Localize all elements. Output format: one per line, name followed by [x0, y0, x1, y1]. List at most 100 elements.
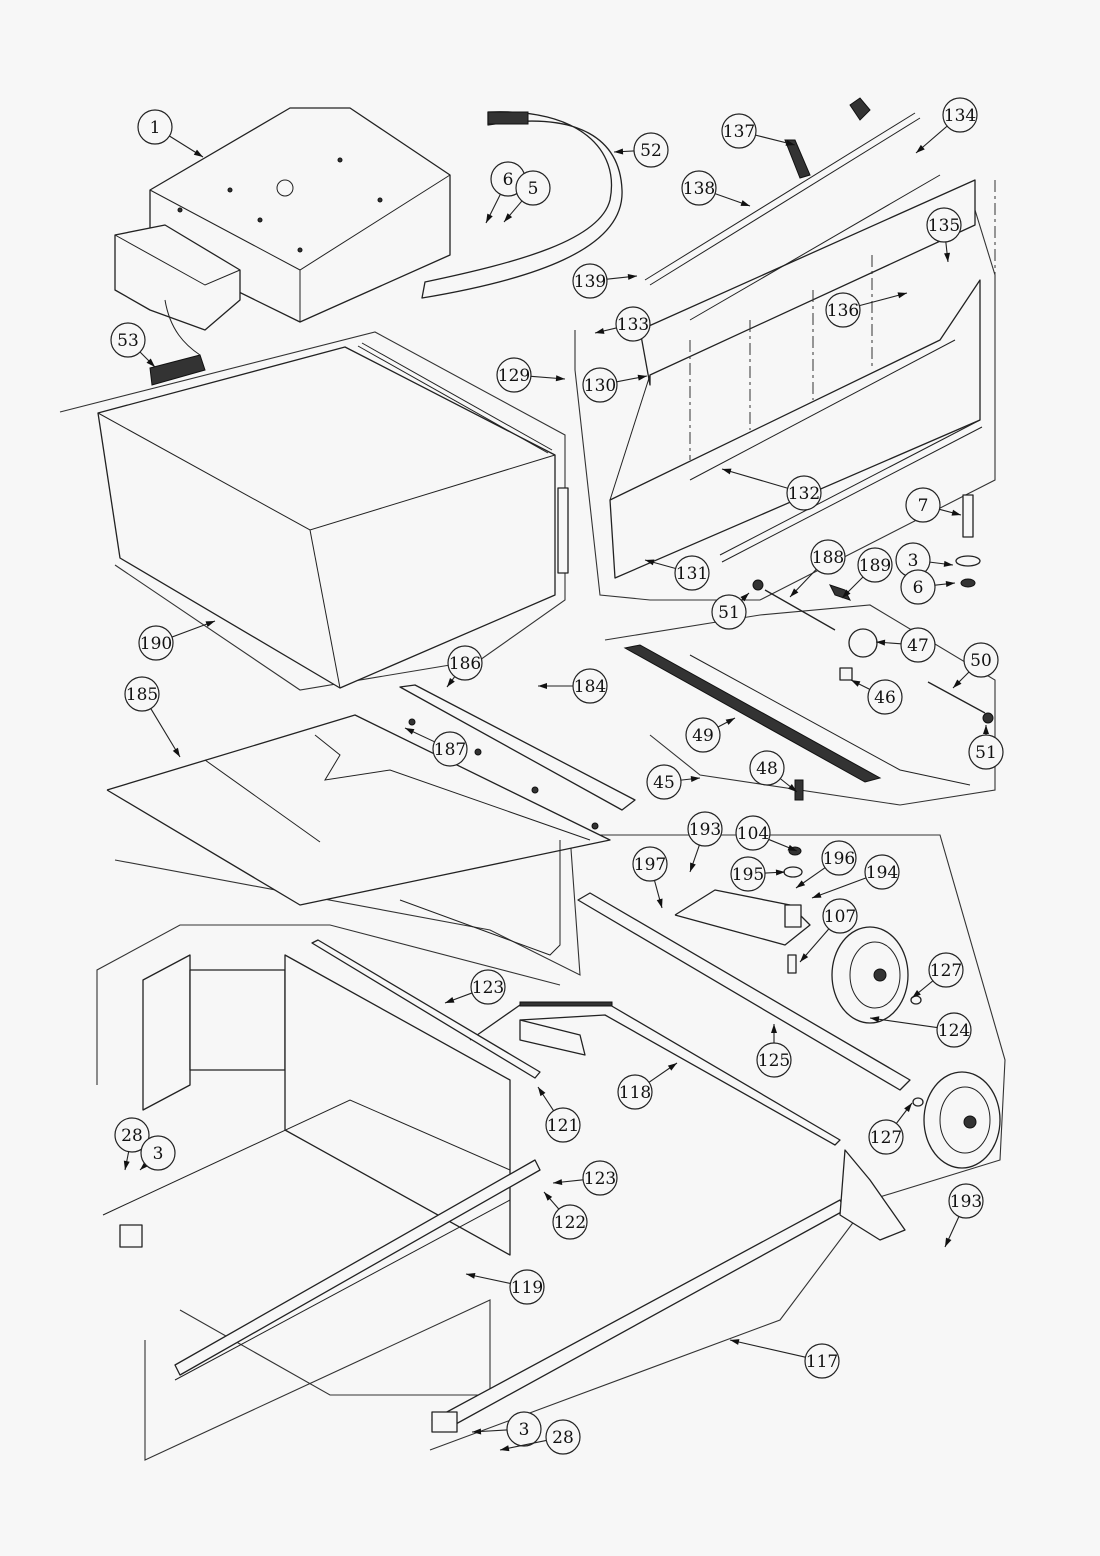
callout-bubble: [942, 97, 978, 133]
callout-label: 45: [653, 773, 675, 793]
callout-121: 121: [537, 1086, 581, 1143]
callout-bubble: [926, 207, 962, 243]
part-185-handle: [106, 714, 611, 956]
arrowhead-icon: [771, 1024, 777, 1033]
callout-46: 46: [850, 679, 903, 715]
callout-190: 190: [138, 620, 216, 661]
part-52-flap: [421, 111, 623, 299]
callout-label: 6: [913, 578, 924, 598]
frame-117: [431, 1149, 906, 1433]
callout-48: 48: [749, 750, 798, 793]
callout-45: 45: [646, 764, 701, 800]
rail-121: [311, 939, 541, 1079]
arrowhead-icon: [870, 1016, 880, 1023]
callout-label: 47: [907, 636, 929, 656]
callout-bubble: [545, 1107, 581, 1143]
arrowhead-icon: [722, 468, 732, 475]
callout-label: 52: [640, 141, 662, 161]
callout-bubble: [515, 170, 551, 206]
callout-122: 122: [543, 1191, 588, 1240]
arrowhead-icon: [614, 148, 624, 155]
callout-label: 119: [511, 1278, 543, 1298]
rear-panel-assembly: [609, 97, 996, 579]
arrowhead-icon: [123, 1160, 130, 1170]
callout-label: 134: [944, 106, 976, 126]
callout-bubble: [868, 1119, 904, 1155]
callout-bubble: [685, 717, 721, 753]
arrowhead-icon: [945, 1237, 952, 1247]
callout-bubble: [756, 1042, 792, 1078]
callout-bubble: [582, 367, 618, 403]
callout-label: 118: [619, 1083, 651, 1103]
callout-196: 196: [795, 840, 857, 889]
callout-label: 50: [970, 651, 992, 671]
callout-label: 28: [121, 1126, 143, 1146]
callout-label: 193: [950, 1192, 982, 1212]
arrowhead-icon: [788, 784, 797, 792]
arrowhead-icon: [538, 1087, 546, 1097]
callout-bubble: [470, 969, 506, 1005]
callout-bubble: [633, 132, 669, 168]
callout-bubble: [900, 569, 936, 605]
callout-bubble: [138, 625, 174, 661]
brush-outline: [604, 604, 996, 806]
callout-bubble: [509, 1269, 545, 1305]
arrowhead-icon: [172, 747, 180, 757]
callout-label: 184: [574, 677, 606, 697]
callout-label: 28: [552, 1428, 574, 1448]
arrowhead-icon: [897, 292, 907, 299]
callout-label: 136: [827, 301, 859, 321]
callout-117: 117: [729, 1339, 840, 1379]
part-53-brush-strip: [149, 299, 206, 386]
callout-135: 135: [926, 207, 962, 263]
callout-127: 127: [868, 1102, 913, 1155]
arrowhead-icon: [945, 580, 955, 587]
callout-189: 189: [841, 547, 893, 599]
callout-132: 132: [721, 468, 822, 511]
callout-50: 50: [952, 642, 999, 689]
arrowhead-icon: [842, 589, 851, 598]
arrowhead-icon: [790, 588, 799, 597]
callout-bubble: [110, 322, 146, 358]
arrowhead-icon: [740, 200, 750, 206]
callout-bubble: [968, 734, 1004, 770]
callout-bubble: [786, 475, 822, 511]
callout-6: 6: [900, 569, 956, 605]
callout-51: 51: [968, 725, 1004, 770]
callout-label: 5: [528, 179, 539, 199]
callout-label: 6: [503, 170, 514, 190]
callout-127: 127: [911, 952, 964, 999]
callout-bubble: [864, 854, 900, 890]
part-186-bar: [399, 684, 636, 830]
callout-125: 125: [756, 1024, 792, 1078]
front-panel-119: [102, 954, 511, 1381]
callout-49: 49: [685, 717, 736, 753]
arrowhead-icon: [205, 621, 215, 627]
callout-label: 3: [153, 1144, 164, 1164]
callout-194: 194: [811, 854, 900, 899]
callout-bubble: [674, 555, 710, 591]
callout-label: 197: [634, 855, 666, 875]
callout-bubble: [867, 679, 903, 715]
callout-195: 195: [730, 856, 786, 892]
callout-bubble: [963, 642, 999, 678]
part-190-hopper: [97, 342, 569, 689]
callout-137: 137: [721, 113, 796, 149]
callout-label: 139: [574, 272, 606, 292]
callout-label: 187: [434, 740, 466, 760]
arrowhead-icon: [146, 358, 155, 367]
callout-134: 134: [915, 97, 978, 154]
callout-bubble: [552, 1204, 588, 1240]
callout-label: 127: [870, 1128, 902, 1148]
callout-bubble: [822, 898, 858, 934]
callout-label: 130: [584, 376, 616, 396]
callout-bubble: [687, 811, 723, 847]
callout-label: 123: [472, 978, 504, 998]
callout-139: 139: [572, 263, 638, 299]
arrowhead-icon: [690, 862, 696, 872]
callout-label: 104: [737, 824, 769, 844]
callout-bubble: [730, 856, 766, 892]
arrowhead-icon: [627, 273, 637, 280]
callout-bubble: [821, 840, 857, 876]
rail-122: [174, 1159, 541, 1376]
